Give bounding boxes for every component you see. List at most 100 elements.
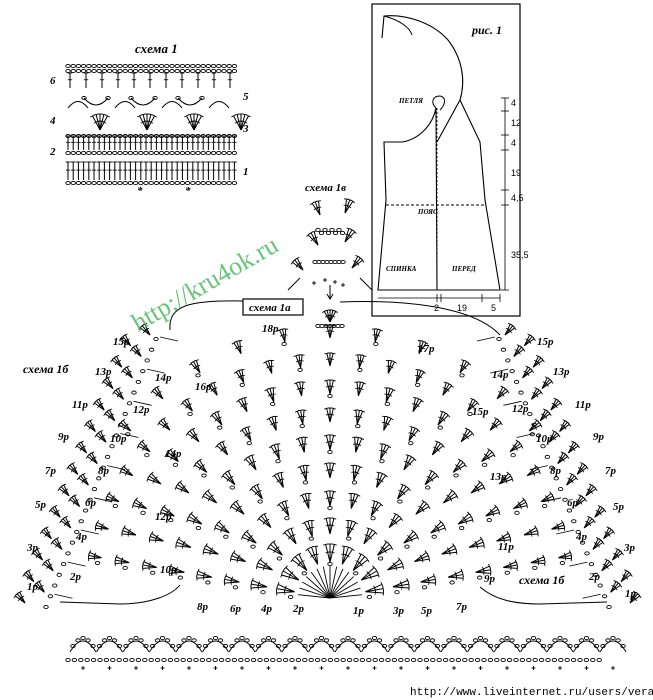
schema1b-left-row-9: 9р (58, 431, 70, 443)
fan-row-11: 11р (498, 541, 514, 553)
schema1b-left-stitches (13, 322, 179, 610)
fan-row-18: 18р (262, 323, 279, 335)
schema1b-right-row-2: 2р (588, 571, 601, 583)
fan-row-16: 16р (195, 381, 212, 393)
figure1-dim-4-5: 4,5 (511, 193, 524, 203)
fan-row-12: 12р (155, 511, 172, 523)
schema1b-right-row-8: 8р (550, 465, 562, 477)
schema1b-right-row-6: 6р (567, 497, 579, 509)
schema1b-right: схема 1б 15р 13р 11р 9р 7р 5р 3р 1р 14р … (476, 322, 642, 610)
fan-row-8: 8р (197, 601, 209, 613)
footer-url: http://www.liveinternet.ru/users/vera-1/ (410, 687, 653, 699)
figure1-dim-5: 5 (491, 303, 496, 313)
schema1b-right-row-13: 13р (553, 366, 570, 378)
schema1a-arrow-right (339, 301, 501, 336)
figure1-dim-2: 2 (434, 303, 439, 313)
fan-schema: 18р 17р 16р 15р 14р 13р 12р 11р 10р 9р 8… (87, 309, 573, 617)
schema1b-left-base-line (59, 584, 181, 605)
fan-row-13: 13р (490, 471, 507, 483)
fan-row-2: 2р (292, 603, 305, 615)
figure1-dim-35-5: 35,5 (511, 250, 529, 260)
schema1b-left-row-12: 12р (133, 404, 150, 416)
schema1b-left-row-7: 7р (45, 465, 57, 477)
figure1-dim-12: 12 (511, 118, 521, 128)
schema1b-left-row-5: 5р (35, 499, 47, 511)
schema1-star-1: * (137, 185, 143, 197)
figure1-loop (432, 95, 445, 111)
figure1-dim-19-bottom: 19 (457, 303, 467, 313)
fan-row-9: 9р (484, 573, 496, 585)
schema1-row-1: 1 (243, 166, 249, 178)
fan-row-14: 14р (165, 448, 182, 460)
schema1-row-6: 6 (50, 75, 56, 87)
figure1-back-outline (377, 107, 438, 291)
figure1-front-outline (436, 98, 501, 291)
schema1b-right-row-15: 15р (537, 336, 554, 348)
figure1-front-label: ПЕРЕД (451, 265, 476, 273)
schema1b-left-row-8: 8р (98, 465, 110, 477)
figure1-dim-bottom-ticks (436, 294, 501, 302)
schema1-title: схема 1 (135, 41, 178, 56)
schema1b-left-row-6: 6р (85, 497, 97, 509)
schema1b-right-row-4: 4р (575, 531, 588, 543)
schema1b-right-row-1: 1р (625, 588, 637, 600)
schema1b-right-base-line (479, 586, 608, 605)
fan-row-7: 7р (456, 601, 468, 613)
schema1b-left-row-15: 15р (113, 336, 130, 348)
schema1-row-3: 3 (242, 123, 249, 135)
schema1b-left-row-10: 10р (110, 433, 127, 445)
fan-row-10: 10р (160, 564, 177, 576)
figure1-title: рис. 1 (471, 23, 502, 37)
schema1b-right-row-5: 5р (613, 501, 625, 513)
figure1-dim-4a: 4 (511, 98, 516, 108)
schema1b-right-stitches (476, 322, 642, 610)
schema1b-left-row-11: 11р (72, 399, 88, 411)
schema1v-title: схема 1в (305, 182, 346, 194)
fan-row-4: 4р (260, 603, 273, 615)
schema1b-right-row-12: 12р (512, 403, 529, 415)
schema1v: схема 1в (287, 182, 373, 300)
schema1b-right-row-11: 11р (575, 399, 591, 411)
schema1b-left-row-3: 3р (26, 542, 39, 554)
fan-row-6: 6р (230, 603, 242, 615)
figure1-back-label: СПИНКА (386, 265, 417, 273)
schema1b-left-row-13: 13р (95, 366, 112, 378)
fan-row-1: 1р (353, 605, 365, 617)
schema1a: схема 1а (169, 298, 501, 336)
schema1b-left-row-4: 4р (75, 531, 88, 543)
fan-row-5: 5р (421, 605, 433, 617)
bottom-edging (65, 635, 627, 670)
schema1-row-4: 4 (49, 115, 56, 127)
schema1a-box (242, 298, 304, 316)
fan-row-17: 17р (418, 343, 435, 355)
schema1b-right-row-10: 10р (536, 433, 553, 445)
schema1b-right-row-3: 3р (623, 542, 636, 554)
schema1b-right-row-14: 14р (492, 369, 509, 381)
schema1-star-2: * (185, 185, 191, 197)
schema1b-left-title: схема 1б (23, 362, 69, 376)
schema1b-left-row-14: 14р (155, 372, 172, 384)
schema1a-arrow-left (169, 300, 244, 331)
schema1b-right-row-7: 7р (605, 465, 617, 477)
schema1-row-5: 5 (243, 91, 249, 103)
schema1b-left-row-1: 1р (27, 581, 39, 593)
watermark: http://kru4ok.ru (127, 230, 283, 337)
figure1-dim-4b: 4 (511, 138, 516, 148)
fan-row-15: 15р (472, 406, 489, 418)
figure1-strap-line (381, 15, 464, 101)
schema1b-right-row-9: 9р (593, 431, 605, 443)
figure1-strap-inner (383, 15, 413, 36)
figure1-dim-19: 19 (511, 168, 521, 178)
fan-stitches (87, 309, 573, 600)
schema1: схема 1 6 4 2 5 3 1 * * (49, 41, 251, 197)
figure1: рис. 1 ПЕТЛЯ ПОЯС СПИНКА ПЕРЕД 4 12 4 19… (371, 3, 529, 317)
figure1-loop-label: ПЕТЛЯ (398, 97, 423, 105)
schema1b-right-title: схема 1б (519, 573, 565, 587)
figure1-dim-ticks (501, 97, 509, 291)
schema1a-title: схема 1а (249, 302, 291, 314)
schema1-stitch-rows (65, 63, 251, 186)
fan-row-3: 3р (392, 605, 405, 617)
schema1v-stitches (287, 198, 373, 300)
figure1-belt-label: ПОЯС (417, 208, 438, 216)
